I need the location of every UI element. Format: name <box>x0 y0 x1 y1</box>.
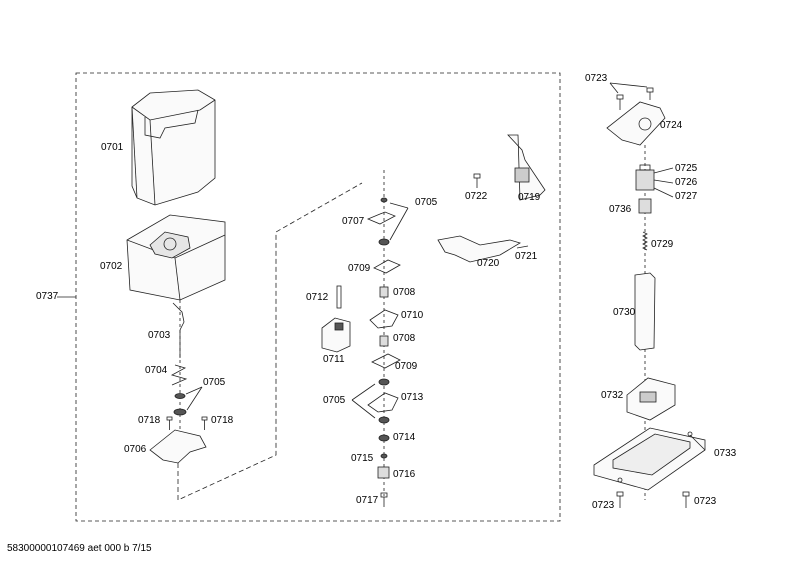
part-0710-lever <box>369 309 399 329</box>
connector-dashed <box>177 182 363 501</box>
part-0708-bushing <box>379 286 389 298</box>
label-0715: 0715 <box>351 453 374 464</box>
part-0723-screw <box>682 491 690 508</box>
label-0718: 0718 <box>211 415 234 426</box>
part-0719-bracket <box>507 134 546 201</box>
part-0713-lever <box>367 392 399 413</box>
label-0701: 0701 <box>101 142 124 153</box>
label-0704: 0704 <box>145 365 168 376</box>
label-0732: 0732 <box>601 390 624 401</box>
part-0723-screw <box>646 87 654 100</box>
label-0726: 0726 <box>675 177 698 188</box>
part-0733-plate <box>593 427 706 491</box>
part-0725-0727-valve <box>635 164 674 198</box>
label-0729: 0729 <box>651 239 674 250</box>
part-0714-washer <box>378 434 390 442</box>
label-0702: 0702 <box>100 261 123 272</box>
label-0717: 0717 <box>356 495 379 506</box>
label-0716: 0716 <box>393 469 416 480</box>
part-0720-lever <box>437 235 521 263</box>
part-0723-screw <box>616 94 624 110</box>
part-0730-shaft <box>634 272 656 351</box>
label-0711: 0711 <box>323 354 345 365</box>
part-0702-housing <box>126 214 226 301</box>
part-0722-screw <box>473 173 481 188</box>
label-0718: 0718 <box>138 415 161 426</box>
label-0707: 0707 <box>342 216 365 227</box>
part-0717-screw <box>380 492 388 507</box>
label-0705: 0705 <box>415 197 438 208</box>
label-0720: 0720 <box>477 258 500 269</box>
label-0703: 0703 <box>148 330 171 341</box>
label-0736: 0736 <box>609 204 632 215</box>
label-0730: 0730 <box>613 307 636 318</box>
part-0704-clip <box>170 364 188 386</box>
part-0723-screw <box>616 491 624 508</box>
part-0736-sleeve <box>638 198 652 214</box>
part-0716-bushing <box>377 466 390 479</box>
part-0724-cover <box>606 101 666 146</box>
label-0712: 0712 <box>306 292 329 303</box>
label-0733: 0733 <box>714 448 737 459</box>
label-0708: 0708 <box>393 333 416 344</box>
label-0723: 0723 <box>694 496 717 507</box>
label-0714: 0714 <box>393 432 416 443</box>
label-0727: 0727 <box>675 191 698 202</box>
label-0705: 0705 <box>323 395 346 406</box>
label-0710: 0710 <box>401 310 424 321</box>
part-0701-tank <box>131 89 216 206</box>
part-0712-pin <box>336 285 342 309</box>
label-0737: 0737 <box>36 291 59 302</box>
part-0732-base <box>626 377 676 421</box>
part-0709-lever <box>373 259 401 274</box>
part-0703-rod <box>172 302 185 358</box>
label-0708: 0708 <box>393 287 416 298</box>
part-0729-spring <box>642 231 648 251</box>
label-0709: 0709 <box>348 263 371 274</box>
part-0721-pin <box>516 245 529 249</box>
part-0715-washer <box>380 453 388 459</box>
label-0722: 0722 <box>465 191 488 202</box>
label-0719: 0719 <box>518 192 541 203</box>
label-0723: 0723 <box>592 500 615 511</box>
part-0708-bushing <box>379 335 389 347</box>
part-0705-washer <box>173 408 187 416</box>
label-0725: 0725 <box>675 163 698 174</box>
part-0718-screw <box>201 416 208 430</box>
label-0709: 0709 <box>395 361 418 372</box>
part-0707-lever <box>366 211 396 225</box>
part-0706-lever <box>149 429 207 464</box>
label-0705: 0705 <box>203 377 226 388</box>
label-0723: 0723 <box>585 73 608 84</box>
label-0713: 0713 <box>401 392 424 403</box>
label-0724: 0724 <box>660 120 683 131</box>
document-id-footer: 58300000107469 aet 000 b 7/15 <box>7 543 152 554</box>
label-0721: 0721 <box>515 251 538 262</box>
part-0718-screw <box>166 416 173 430</box>
part-0705-washer <box>174 393 186 399</box>
label-0706: 0706 <box>124 444 147 455</box>
part-0709-lever <box>371 353 401 369</box>
